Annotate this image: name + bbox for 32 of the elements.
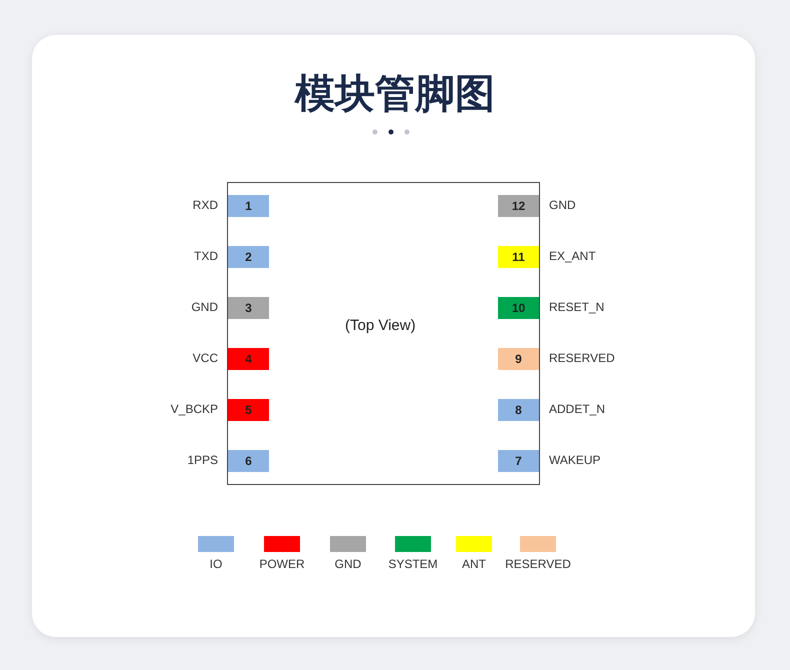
title: 模块管脚图 (293, 70, 496, 119)
legend-label: SYSTEM (387, 557, 439, 571)
pin-name: 1PPS (187, 453, 218, 467)
pin-pad: 2 (228, 246, 269, 268)
pin-name: EX_ANT (549, 249, 596, 263)
pin-pad: 3 (228, 297, 269, 319)
pin-name: TXD (194, 249, 218, 263)
pin-pad: 5 (228, 399, 269, 421)
module-outline (227, 182, 540, 485)
legend-label: RESERVED (504, 557, 572, 571)
pin-pad: 11 (498, 246, 539, 268)
pin-pad: 8 (498, 399, 539, 421)
pin-name: WAKEUP (549, 453, 601, 467)
pin-pad: 10 (498, 297, 539, 319)
pin-name: RESET_N (549, 300, 604, 314)
pin-name: V_BCKP (170, 402, 218, 416)
pin-pad: 9 (498, 348, 539, 370)
legend-label: IO (208, 557, 224, 571)
pin-name: RXD (192, 198, 218, 212)
pin-name: VCC (192, 351, 218, 365)
legend-label: POWER (258, 557, 306, 571)
view-label: (Top View) (345, 317, 416, 334)
pin-pad: 7 (498, 450, 539, 472)
pin-name: GND (549, 198, 576, 212)
pin-name: RESERVED (549, 351, 615, 365)
pin-pad: 1 (228, 195, 269, 217)
pin-pad: 6 (228, 450, 269, 472)
pin-name: ADDET_N (549, 402, 606, 416)
pin-name: GND (191, 300, 218, 314)
pin-pad: 4 (228, 348, 269, 370)
legend-label: GND (334, 557, 362, 571)
pin-pad: 12 (498, 195, 539, 217)
